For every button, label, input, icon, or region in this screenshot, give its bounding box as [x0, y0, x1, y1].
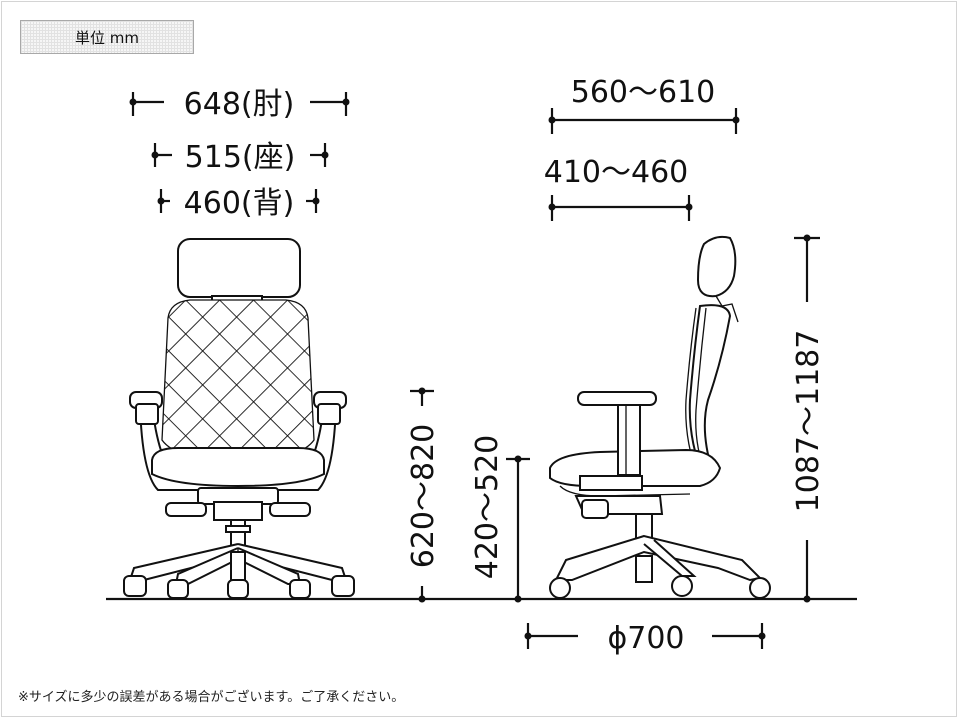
- dimension-depth-seat: 410〜460: [544, 155, 693, 221]
- unit-label: 単位 mm: [75, 28, 139, 47]
- dimension-label-base-diameter: ϕ700: [607, 621, 684, 656]
- dimension-label-depth-overall: 560〜610: [571, 75, 716, 110]
- unit-label-box: 単位 mm: [20, 20, 194, 54]
- dimension-label-depth-seat: 410〜460: [544, 155, 689, 190]
- dimension-label-arm-height: 620〜820: [406, 424, 441, 569]
- dimension-label-width-seat: 515(座): [185, 140, 296, 175]
- dimension-arm-height: 620〜820: [406, 387, 441, 603]
- dimension-seat-height: 420〜520: [470, 435, 530, 603]
- dimension-label-total-height: 1087〜1187: [791, 330, 826, 513]
- dimension-label-seat-height: 420〜520: [470, 435, 505, 580]
- dimension-label-width-arm: 648(肘): [184, 87, 295, 122]
- dimension-base-diameter: ϕ700: [524, 621, 766, 656]
- side-view-chair-icon: [549, 235, 771, 599]
- dimension-width-arm: 648(肘): [129, 87, 350, 122]
- front-view-chair-icon: [123, 238, 355, 599]
- dimension-label-width-back: 460(背): [184, 186, 295, 221]
- dimension-total-height: 1087〜1187: [791, 234, 826, 603]
- dimension-depth-overall: 560〜610: [548, 75, 740, 134]
- footnote: ※サイズに多少の誤差がある場合がございます。ご了承ください。: [18, 690, 405, 705]
- dimension-width-back: 460(背): [157, 186, 320, 221]
- dimension-width-seat: 515(座): [151, 140, 329, 175]
